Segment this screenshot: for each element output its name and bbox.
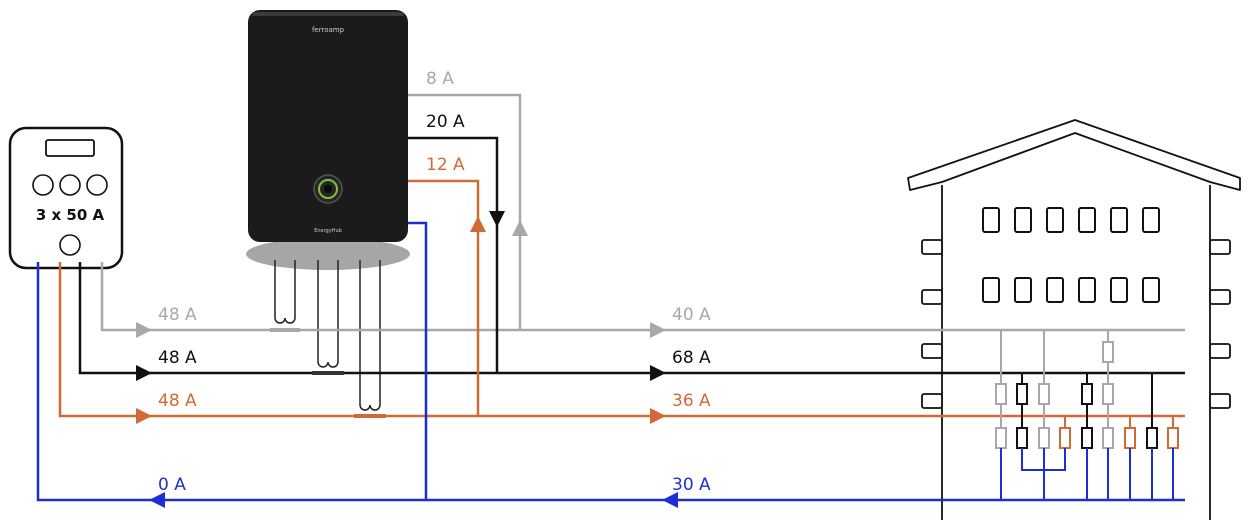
house-l3-current: 36 A: [672, 391, 711, 411]
meter-dial-1: [32, 174, 54, 196]
arrow-down-icon: [489, 211, 505, 227]
energy-hub-body: [248, 10, 408, 242]
meter-dial-4: [59, 234, 81, 256]
arrow-right-icon: [650, 365, 666, 381]
meter-rating: 3 x 50 A: [36, 206, 105, 224]
arrow-right-icon: [136, 365, 152, 381]
house-l2-current: 68 A: [672, 348, 711, 368]
energy-hub-unit: ferroamp EnergyHub: [246, 10, 410, 411]
arrow-up-icon: [512, 220, 528, 236]
wires: [36, 93, 1185, 502]
arrow-up-icon: [470, 216, 486, 232]
inverter-l2-current: 20 A: [426, 112, 465, 132]
meter-dial-2: [59, 174, 81, 196]
inverter-l1-current: 8 A: [426, 69, 454, 89]
current-labels: 48 A 48 A 48 A 0 A 8 A 20 A 12 A 40 A 68…: [158, 69, 711, 495]
house-roof: [907, 119, 1241, 191]
grid-l1-current: 48 A: [158, 305, 197, 325]
electricity-meter: 3 x 50 A: [8, 126, 124, 270]
inverter-l3-current: 12 A: [426, 155, 465, 175]
house-n-current: 30 A: [672, 475, 711, 495]
ct-clamp-1: [274, 260, 296, 324]
ct-clamp-3: [359, 260, 381, 411]
arrow-right-icon: [650, 408, 666, 424]
grid-l3-current: 48 A: [158, 391, 197, 411]
arrow-right-icon: [136, 322, 152, 338]
energy-hub-model: EnergyHub: [314, 228, 342, 234]
meter-display: [45, 139, 95, 157]
house-l1-current: 40 A: [672, 305, 711, 325]
grid-n-current: 0 A: [158, 475, 186, 495]
meter-body: [8, 126, 124, 270]
distribution-board: [995, 330, 1179, 500]
energy-hub-brand: ferroamp: [312, 26, 345, 34]
arrow-right-icon: [136, 408, 152, 424]
house: [907, 119, 1241, 520]
grid-l2-current: 48 A: [158, 348, 197, 368]
meter-dial-3: [86, 174, 108, 196]
arrow-left-icon: [149, 492, 165, 508]
arrow-left-icon: [662, 492, 678, 508]
flow-arrows: [136, 211, 678, 508]
arrow-right-icon: [650, 322, 666, 338]
ct-clamp-2: [317, 260, 339, 368]
